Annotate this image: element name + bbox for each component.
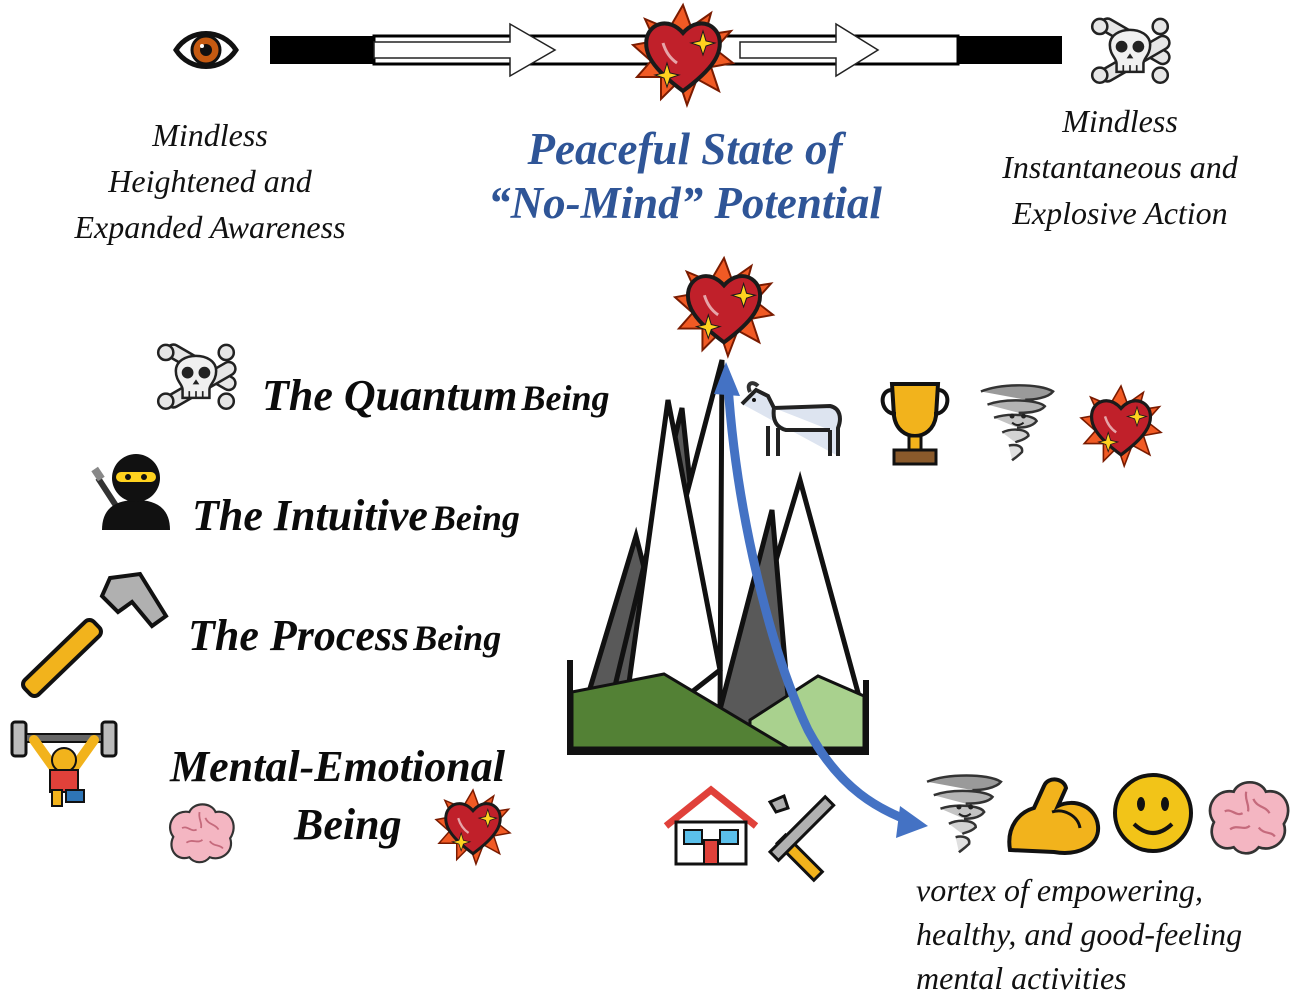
right-caption: Mindless Instantaneous and Explosive Act… [1002,103,1238,231]
weightlifter-icon [10,720,118,807]
skull-crossbones-icon [156,340,240,412]
tools-icon [767,793,836,883]
sparkling-heart-icon [1079,384,1163,468]
smiley-icon [1113,773,1193,853]
level-mental-emotional: Mental-Emotional Being [170,742,505,849]
ninja-icon [91,454,170,530]
summit-heart-icon [673,256,775,358]
sparkling-heart-icon [631,3,735,107]
brain-icon [168,803,235,864]
center-title: Peaceful State of “No-Mind” Potential [488,124,882,228]
hammer-icon [21,571,169,699]
mountain-illustration [567,359,869,755]
level-process: The Process Being [188,611,502,660]
house-icon [663,785,759,866]
goat-icon [740,381,842,456]
brain-icon [1208,780,1290,855]
vortex-caption: vortex of empowering, healthy, and good-… [916,872,1243,996]
skull-crossbones-icon [1090,14,1174,86]
level-quantum: The Quantum Being [262,371,610,420]
eye-icon [173,31,239,69]
left-caption: Mindless Heightened and Expanded Awarene… [74,117,346,245]
level-intuitive: The Intuitive Being [192,491,520,540]
sparkling-heart-icon [434,788,512,866]
flexed-biceps-icon [1007,777,1101,855]
path-arrow [714,362,928,838]
trophy-icon [880,382,950,466]
tornado-icon [925,774,1003,854]
tornado-icon [979,384,1055,462]
